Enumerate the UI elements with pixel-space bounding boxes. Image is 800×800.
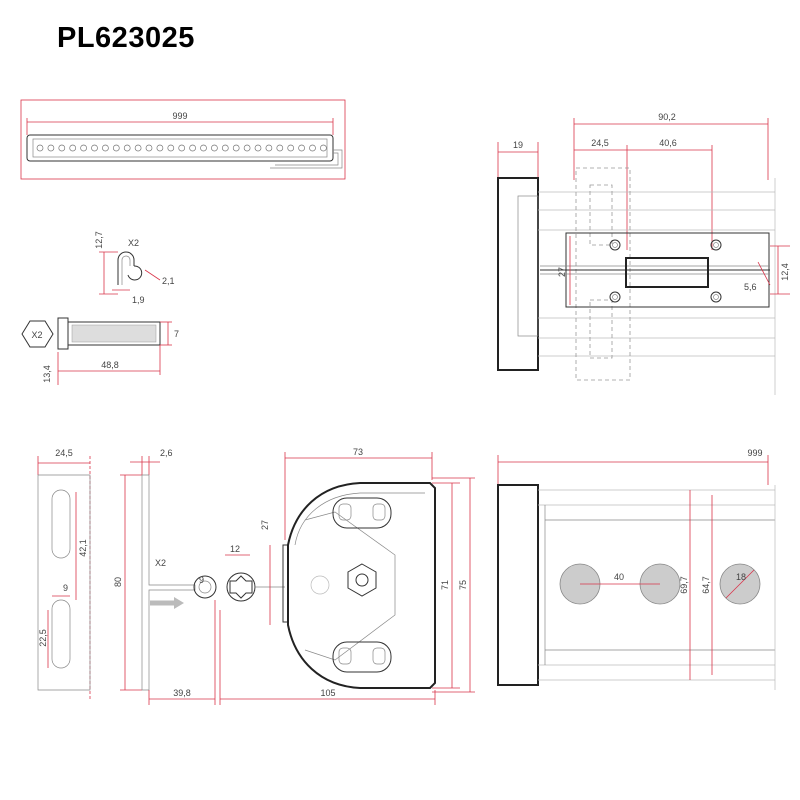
cap-depth-label: 105 — [320, 688, 335, 698]
led-dot — [58, 144, 66, 152]
led-dot — [156, 144, 164, 152]
led-dot — [221, 144, 229, 152]
side-inner-label: 69,7 — [679, 576, 689, 594]
led-dots — [36, 144, 327, 152]
mount-hole-1 — [609, 239, 621, 251]
bar-length-label: 999 — [172, 111, 187, 121]
mount-offset-label: 5,6 — [744, 282, 757, 292]
clip-thickness-label: 1,9 — [132, 295, 145, 305]
screw-head — [57, 317, 69, 350]
bracket-side — [141, 474, 196, 691]
side-outer-label: 64,7 — [701, 576, 711, 594]
screw-length-label: 48,8 — [101, 360, 119, 370]
bracket-plate — [37, 474, 91, 691]
led-dot — [145, 144, 153, 152]
insert-arrow-icon — [174, 597, 184, 609]
slot-offset-label: 22,5 — [38, 629, 48, 647]
end-cap-view: 73 12 27 71 75 105 — [219, 447, 475, 705]
bracket-height-label: 80 — [113, 577, 123, 587]
led-dot — [320, 144, 327, 152]
screw-qty-label: X2 — [31, 330, 42, 340]
led-dot — [69, 144, 77, 152]
led-dot — [36, 144, 44, 152]
mount-spacing-label: 40,6 — [659, 138, 677, 148]
clip-gap-label: 2,1 — [162, 276, 175, 286]
led-dot — [254, 144, 262, 152]
spring-offset-label: 39,8 — [173, 688, 191, 698]
led-bar-view: 999 — [20, 99, 346, 180]
led-dot — [134, 144, 142, 152]
led-dot — [112, 144, 120, 152]
mount-view: 19 90,2 24,5 40,6 — [497, 112, 790, 395]
cap-slot-bottom — [332, 641, 392, 673]
cap-width-label: 73 — [353, 447, 363, 457]
led-dot — [91, 144, 98, 152]
side-end-cap — [497, 484, 539, 686]
slot-width-label: 9 — [63, 583, 68, 593]
screw-view: X2 7 48,8 13,4 — [21, 317, 179, 385]
clip-view: 12,7 X2 2,1 1,9 — [94, 231, 175, 305]
end-cap-body — [287, 482, 436, 689]
bracket-view: 24,5 42,1 9 22,5 80 2,6 X2 9 39,8 — [37, 448, 217, 705]
mount-total-label: 90,2 — [658, 112, 676, 122]
screw-head-label: 13,4 — [42, 365, 52, 383]
clip-shape — [117, 251, 135, 285]
cap-knob — [226, 572, 256, 602]
led-dot — [200, 144, 207, 152]
bracket-thickness-label: 2,6 — [160, 448, 173, 458]
screw-shaft — [67, 321, 161, 346]
side-hole-dia-label: 18 — [736, 572, 746, 582]
mount-hole-3 — [609, 291, 621, 303]
led-dot — [189, 144, 196, 152]
slot-length-label: 42,1 — [78, 539, 88, 557]
led-dot — [243, 144, 251, 152]
cap-outer-height-label: 75 — [458, 580, 468, 590]
led-dot — [298, 144, 305, 152]
led-dot — [178, 144, 186, 152]
side-length-label: 999 — [747, 448, 762, 458]
led-dot — [309, 144, 316, 152]
led-bar-frame — [20, 99, 346, 180]
side-view: 999 40 18 69,7 64,7 — [497, 448, 776, 690]
profile-width-label: 19 — [513, 140, 523, 150]
mount-left-label: 24,5 — [591, 138, 609, 148]
spring-ring — [193, 575, 217, 599]
screw-head-hex — [21, 320, 54, 348]
led-dot — [287, 144, 295, 152]
side-spacing-label: 40 — [614, 572, 624, 582]
spring-qty-label: X2 — [155, 558, 166, 568]
mount-profile-height-label: 12,4 — [780, 263, 790, 281]
led-dot — [276, 144, 284, 152]
led-dot — [80, 144, 87, 152]
mount-center-block — [625, 257, 709, 288]
led-dot — [265, 144, 273, 152]
led-cable — [270, 149, 343, 169]
led-dot — [211, 144, 218, 152]
spring-dia-label: 9 — [199, 575, 204, 585]
screw-dia-label: 7 — [174, 329, 179, 339]
clip-qty-label: X2 — [128, 238, 139, 248]
bracket-slot-top — [51, 489, 71, 559]
bracket-slot-bottom — [51, 599, 71, 669]
led-dot — [123, 144, 131, 152]
cap-shaft-label: 27 — [260, 520, 270, 530]
led-dot — [102, 144, 109, 152]
cap-slot-top — [332, 497, 392, 529]
knob-dia-label: 12 — [230, 544, 240, 554]
mount-hole-2 — [710, 239, 722, 251]
led-bar-body — [26, 134, 334, 162]
mount-hole-4 — [710, 291, 722, 303]
led-dot — [167, 144, 175, 152]
cap-inner-height-label: 71 — [440, 580, 450, 590]
led-dot — [47, 144, 55, 152]
mount-height-label: 27 — [557, 267, 567, 277]
bracket-width-label: 24,5 — [55, 448, 73, 458]
led-dot — [232, 144, 240, 152]
clip-height-label: 12,7 — [94, 231, 104, 249]
page-title: PL623025 — [57, 22, 195, 54]
cap-hex-nut — [347, 563, 377, 597]
